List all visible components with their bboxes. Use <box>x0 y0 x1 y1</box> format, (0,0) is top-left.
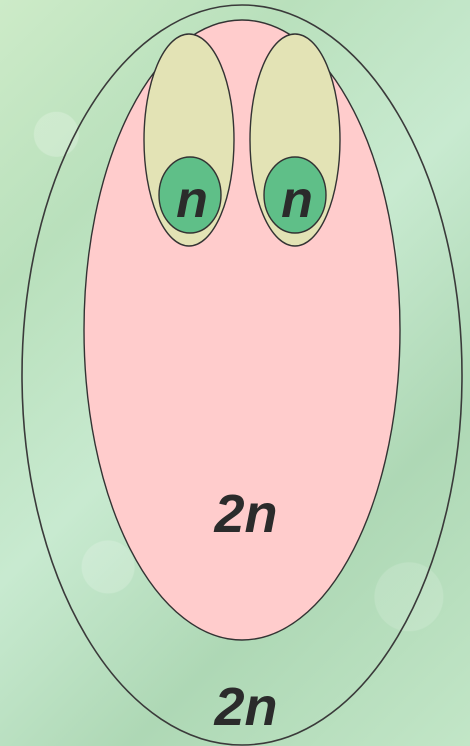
right-nucleus-label: n <box>281 171 313 229</box>
central-2n-label: 2n <box>213 484 277 544</box>
left-nucleus-label: n <box>176 171 208 229</box>
outer-2n-label: 2n <box>213 677 277 737</box>
central-2n-ellipse <box>84 20 400 640</box>
